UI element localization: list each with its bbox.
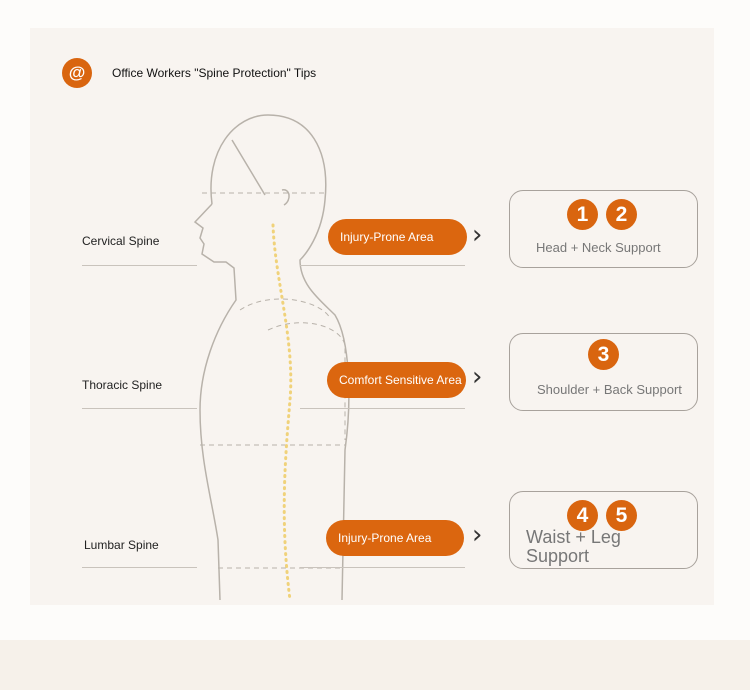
area-badge: Injury-Prone Area: [328, 219, 467, 255]
divider: [300, 408, 465, 409]
number-badge: 5: [606, 500, 637, 531]
divider: [82, 408, 197, 409]
chevron-right-icon: ›: [472, 520, 483, 550]
thoracic-spine-label: Thoracic Spine: [82, 378, 163, 392]
number-badge: 4: [567, 500, 598, 531]
number-badge: 3: [588, 339, 619, 370]
chevron-right-icon: ›: [472, 220, 483, 250]
infographic-panel: [30, 28, 714, 605]
at-icon: @: [62, 58, 92, 88]
number-badge: 1: [567, 199, 598, 230]
page-title: Office Workers "Spine Protection" Tips: [112, 66, 317, 80]
support-text: Shoulder + Back Support: [537, 382, 682, 397]
support-card: [509, 333, 698, 411]
number-badge: 2: [606, 199, 637, 230]
lumbar-spine-label: Lumbar Spine: [84, 538, 159, 552]
divider: [300, 265, 465, 266]
support-text: Waist + Leg Support: [526, 527, 621, 566]
support-card: [509, 491, 698, 569]
chevron-right-icon: ›: [472, 362, 483, 392]
support-card: [509, 190, 698, 268]
area-badge: Injury-Prone Area: [326, 520, 464, 556]
support-text: Head + Neck Support: [536, 240, 661, 255]
divider: [82, 567, 197, 568]
divider: [300, 567, 465, 568]
bottom-strip: [0, 640, 750, 690]
area-badge: Comfort Sensitive Area: [327, 362, 466, 398]
divider: [82, 265, 197, 266]
cervical-spine-label: Cervical Spine: [82, 234, 160, 248]
